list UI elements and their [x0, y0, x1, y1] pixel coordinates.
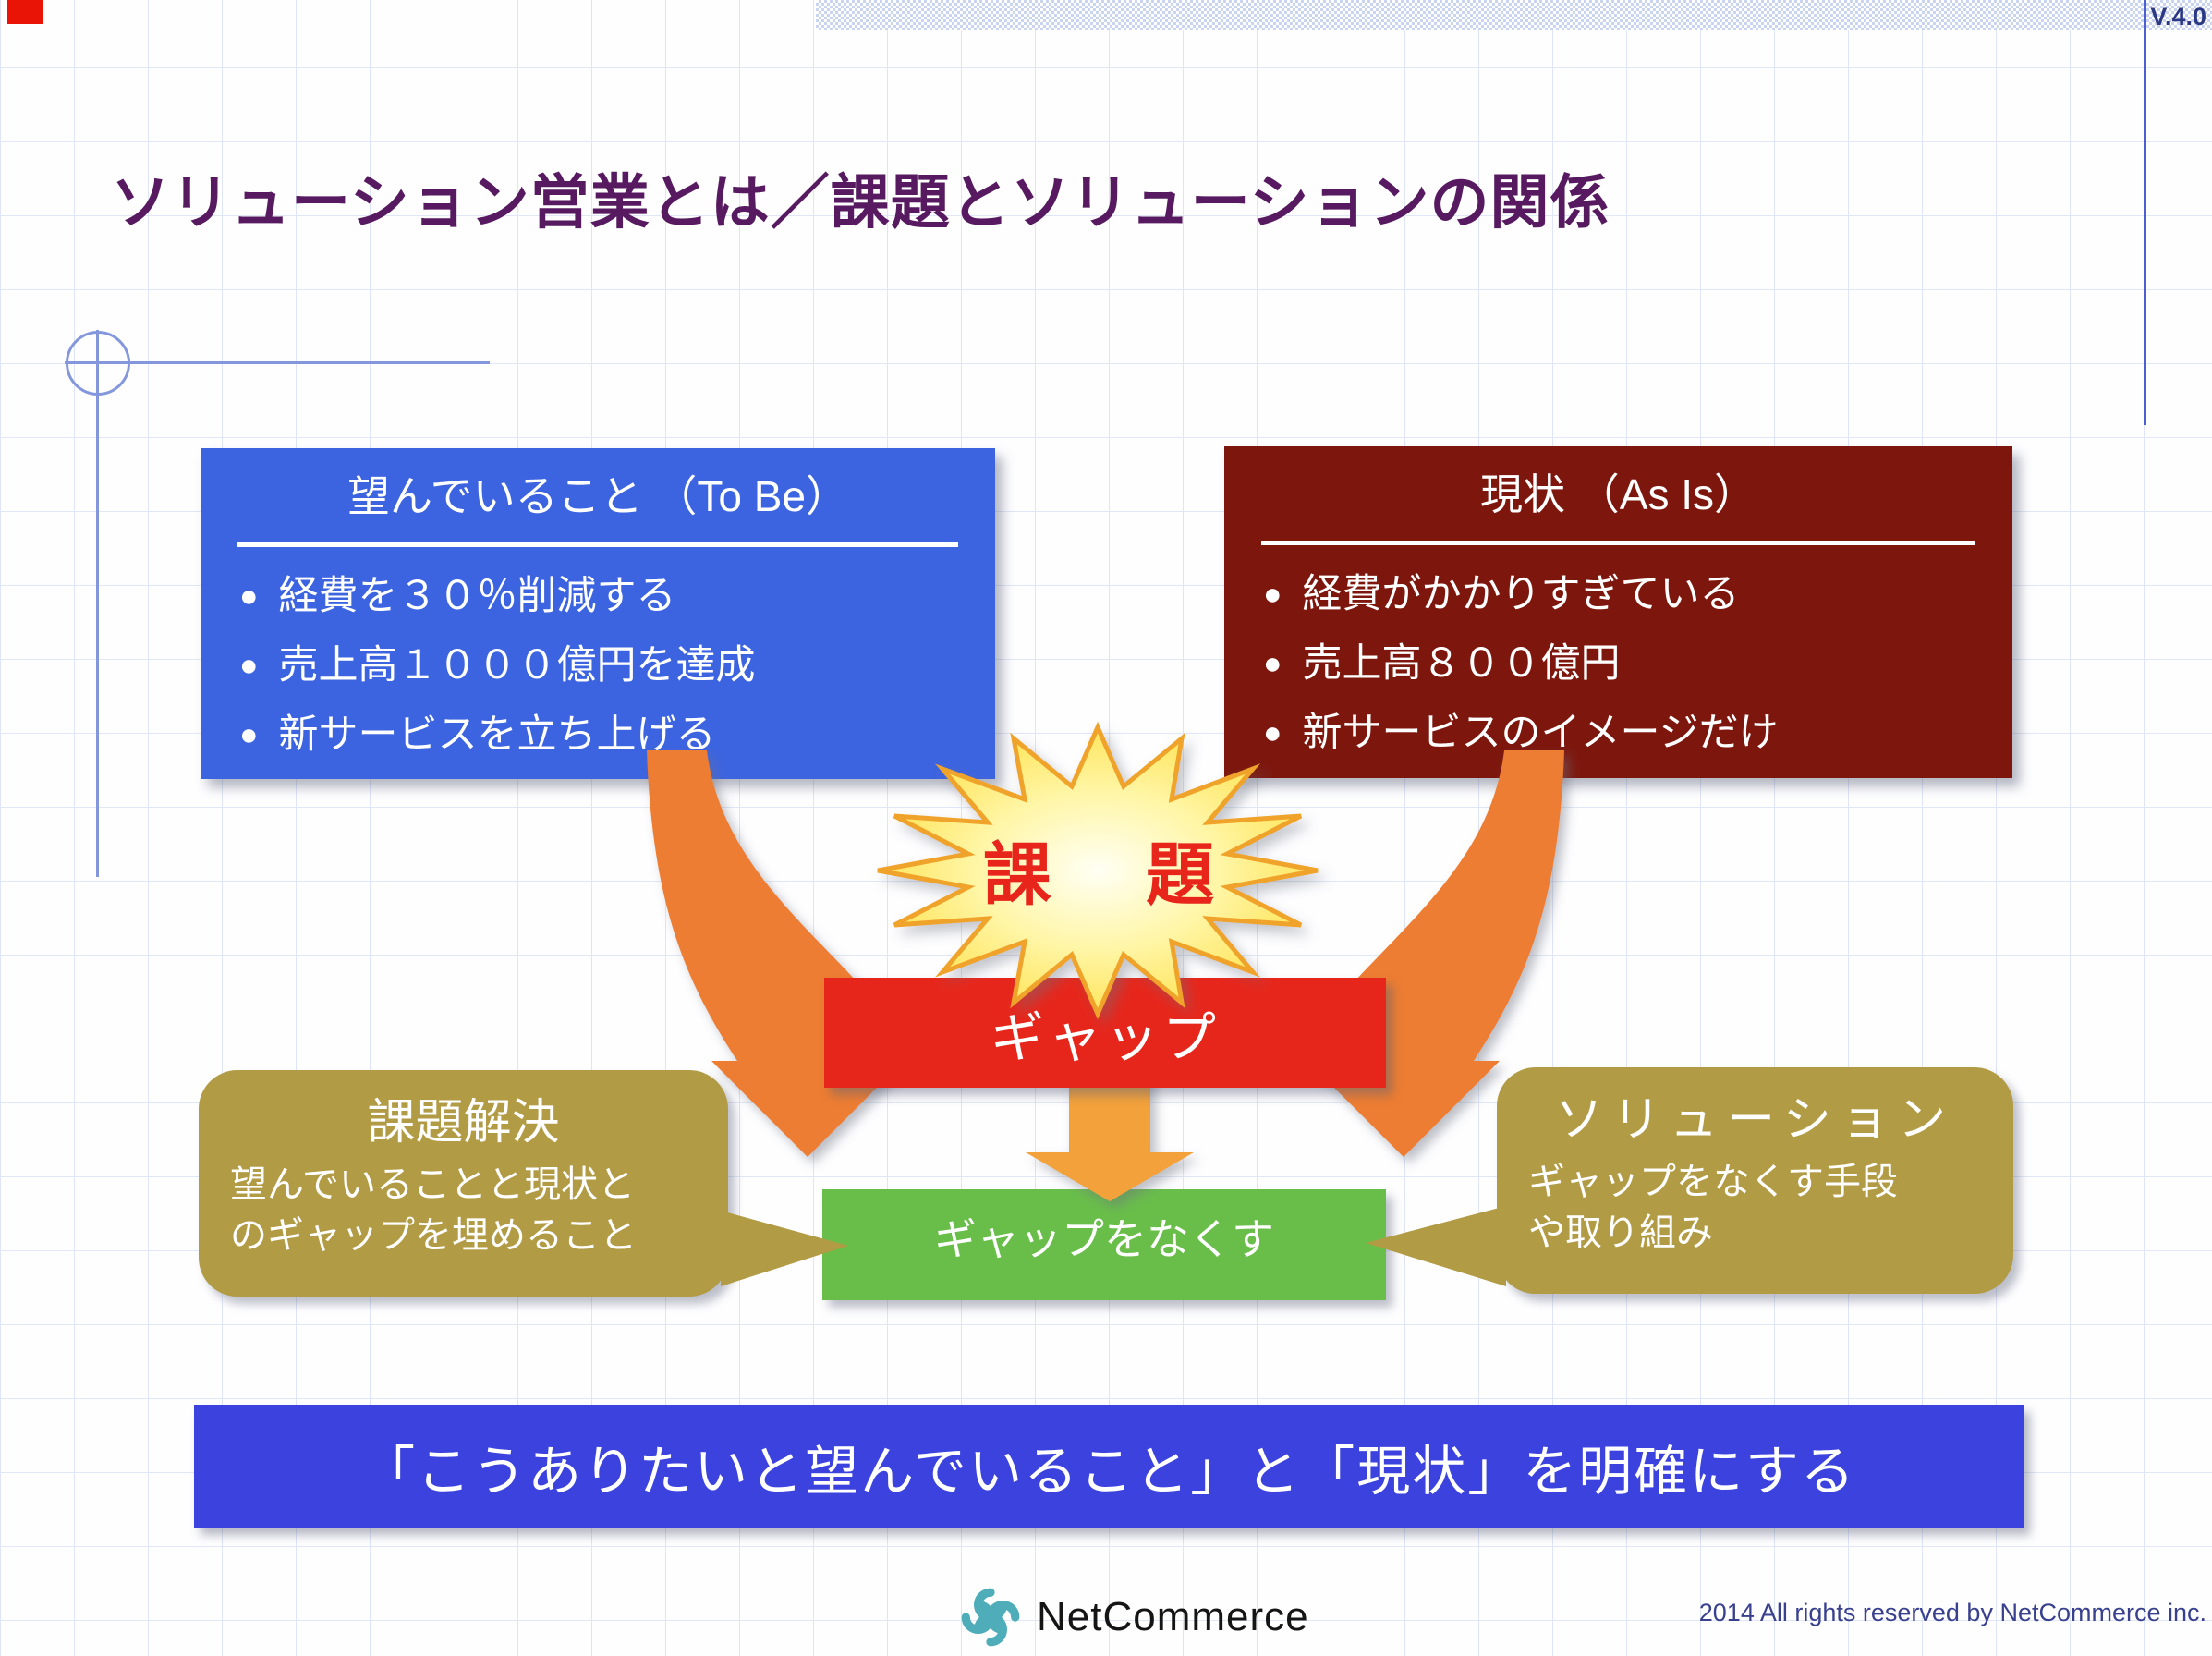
- bottom-banner: 「こうありたいと望んでいること」と「現状」を明確にする: [194, 1405, 2024, 1528]
- copyright-text: 2014 All rights reserved by NetCommerce …: [1698, 1599, 2206, 1626]
- solution-bubble: ソリューション ギャップをなくす手段 や取り組み: [1497, 1067, 2013, 1294]
- as-is-bullet-list: 経費がかかりすぎている 売上高８００億円 新サービスのイメージだけ: [1224, 560, 2012, 768]
- problem-solving-title: 課題解決: [367, 1096, 560, 1150]
- version-label: V.4.0: [2150, 3, 2206, 30]
- issue-star-label: 課 題: [983, 836, 1227, 913]
- eliminate-gap-label: ギャップをなくす: [934, 1215, 1274, 1263]
- brand-name: NetCommerce: [1037, 1594, 1309, 1639]
- solution-body: ギャップをなくす手段 や取り組み: [1528, 1157, 2013, 1259]
- gap-box-label: ギャップ: [990, 1007, 1220, 1068]
- as-is-box-divider: [1261, 541, 1975, 545]
- to-be-bullet: 新サービスを立ち上げる: [239, 700, 995, 770]
- top-checkered-band: [816, 0, 2212, 30]
- to-be-box-divider: [237, 542, 958, 547]
- to-be-bullet: 経費を３０％削減する: [239, 562, 995, 631]
- problem-solving-body-line: のギャップを埋めること: [230, 1215, 637, 1256]
- bottom-banner-text: 「こうありたいと望んでいること」と「現状」を明確にする: [361, 1441, 1856, 1502]
- top-left-red-block: [7, 0, 43, 24]
- title-underline: [65, 361, 490, 364]
- to-be-bullet: 売上高１０００億円を達成: [239, 631, 995, 700]
- gap-box: ギャップ: [824, 978, 1386, 1088]
- ornament-circle: [66, 331, 130, 396]
- as-is-box-title: 現状 （As Is）: [1479, 470, 1757, 518]
- page-title: ソリューション営業とは／課題とソリューションの関係: [111, 169, 1610, 236]
- as-is-box: 現状 （As Is） 経費がかかりすぎている 売上高８００億円 新サービスのイメ…: [1224, 446, 2012, 778]
- netcommerce-logo-icon: [961, 1588, 1020, 1647]
- ornament-vertical-line: [96, 330, 99, 877]
- to-be-box-title: 望んでいること （To Be）: [346, 472, 849, 520]
- solution-body-line: や取り組み: [1528, 1212, 1713, 1253]
- problem-solving-body-line: 望んでいることと現状と: [230, 1164, 635, 1205]
- as-is-bullet: 売上高８００億円: [1263, 629, 2012, 699]
- problem-solving-body: 望んでいることと現状と のギャップを埋めること: [230, 1160, 728, 1261]
- problem-solving-bubble: 課題解決 望んでいることと現状と のギャップを埋めること: [199, 1070, 728, 1297]
- right-vertical-rule: [2144, 0, 2146, 425]
- solution-title: ソリューション: [1555, 1093, 1955, 1147]
- as-is-bullet: 経費がかかりすぎている: [1263, 560, 2012, 629]
- to-be-bullet-list: 経費を３０％削減する 売上高１０００億円を達成 新サービスを立ち上げる: [201, 562, 995, 770]
- as-is-bullet: 新サービスのイメージだけ: [1263, 699, 2012, 768]
- eliminate-gap-box: ギャップをなくす: [822, 1189, 1386, 1300]
- footer-brand: NetCommerce: [957, 1582, 1309, 1652]
- to-be-box: 望んでいること （To Be） 経費を３０％削減する 売上高１０００億円を達成 …: [201, 448, 995, 779]
- solution-body-line: ギャップをなくす手段: [1528, 1162, 1898, 1202]
